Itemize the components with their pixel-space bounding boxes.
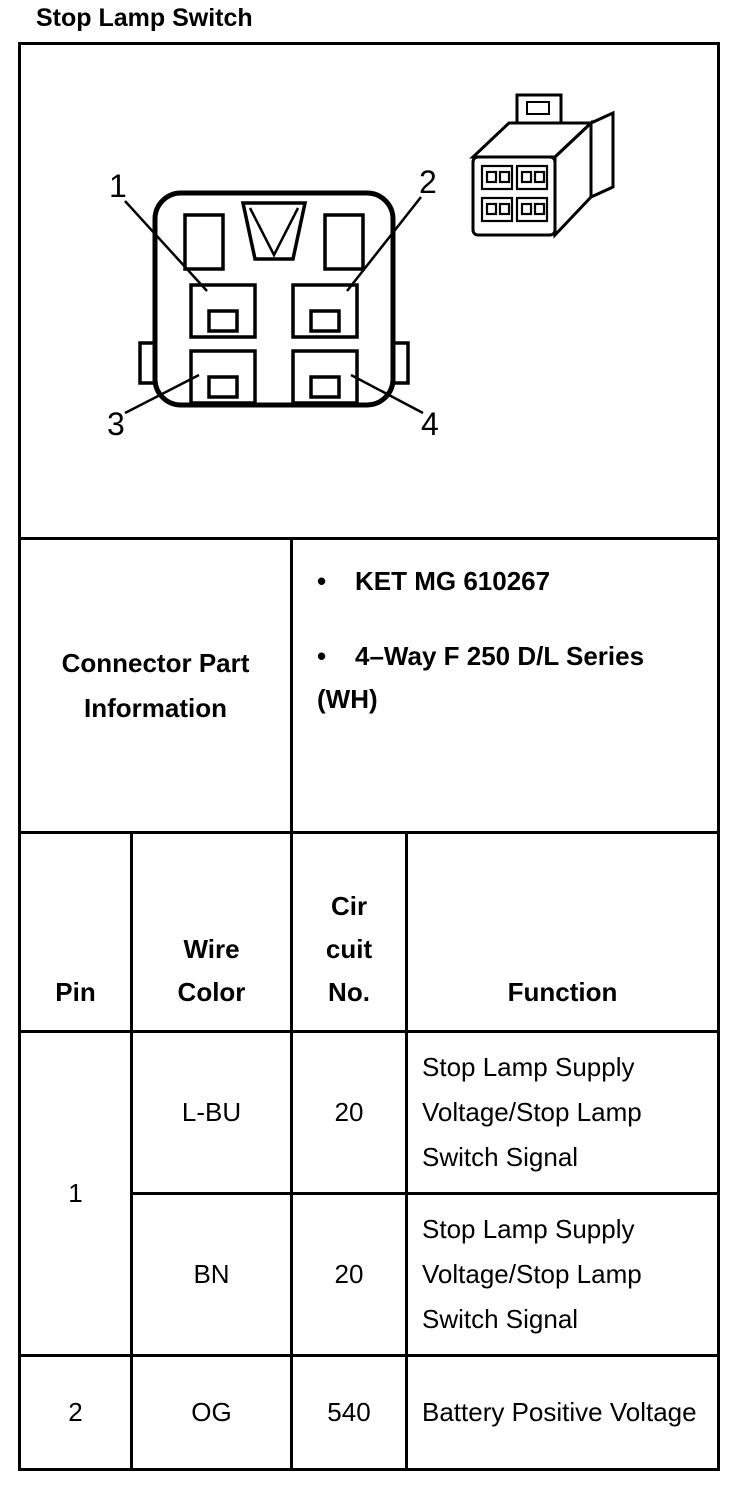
table-row: 1 L-BU 20 Stop Lamp Supply Voltage/Stop … (18, 1030, 720, 1357)
pin-cell: 1 (18, 1030, 133, 1357)
connector-3d-view (469, 93, 615, 239)
circuit-no-cell: 20 (290, 1030, 408, 1195)
bullet-icon: • (317, 640, 327, 671)
wire-color-cell: OG (130, 1354, 293, 1471)
pin-cell: 2 (18, 1354, 133, 1471)
header-wire-color: Wire Color (130, 831, 293, 1033)
header-pin: Pin (18, 831, 133, 1033)
connector-table: 1 2 3 4 (18, 42, 720, 1471)
bullet-icon: • (317, 566, 327, 596)
leader-line-2 (346, 196, 422, 292)
connector-front-view (138, 190, 410, 408)
function-cell: Stop Lamp Supply Voltage/Stop Lamp Switc… (405, 1030, 720, 1195)
connector-part-info-label: Connector Part Information (18, 537, 293, 834)
part-info-text: KET MG 610267 (355, 566, 551, 596)
table-row: 2 OG 540 Battery Positive Voltage (18, 1354, 720, 1471)
pin-label-1: 1 (109, 168, 127, 204)
part-info-text: 4–Way F 250 D/L Series (WH) (317, 640, 645, 714)
table-row: BN 20 Stop Lamp Supply Voltage/Stop Lamp… (20, 1192, 720, 1357)
wire-color-cell: L-BU (130, 1030, 293, 1195)
leader-line-1 (124, 200, 208, 292)
connector-part-info-values: •KET MG 610267 •4–Way F 250 D/L Series (… (290, 537, 720, 834)
function-cell: Battery Positive Voltage (405, 1354, 720, 1471)
wire-color-cell: BN (130, 1192, 293, 1357)
leader-line-4 (350, 373, 424, 415)
part-info-item: • KET MG 610267 (317, 560, 662, 603)
leader-line-3 (124, 373, 200, 415)
circuit-no-cell: 20 (290, 1192, 408, 1357)
page-title: Stop Lamp Switch (36, 4, 253, 32)
table-header-row: Pin Wire Color Cir cuit No. Function (18, 831, 720, 1033)
part-info-item: •4–Way F 250 D/L Series (WH) (317, 635, 662, 721)
diagram-row: 1 2 3 4 (18, 42, 720, 540)
header-function: Function (405, 831, 720, 1033)
pin-label-4: 4 (421, 406, 439, 442)
connector-part-info-row: Connector Part Information • KET MG 61026… (18, 537, 720, 834)
header-circuit-no: Cir cuit No. (290, 831, 408, 1033)
pin-labels: 1 2 3 4 (107, 164, 439, 442)
pin-leader-lines (124, 196, 424, 415)
pin-cavities (189, 283, 359, 405)
pin-label-3: 3 (107, 406, 125, 442)
circuit-no-cell: 540 (290, 1354, 408, 1471)
diagram-cell: 1 2 3 4 (18, 42, 720, 540)
pin-label-2: 2 (419, 164, 437, 200)
keyway-icon (240, 201, 308, 261)
stop-lamp-switch-connector-diagram: 1 2 3 4 (107, 93, 615, 442)
function-cell: Stop Lamp Supply Voltage/Stop Lamp Switc… (405, 1192, 720, 1357)
